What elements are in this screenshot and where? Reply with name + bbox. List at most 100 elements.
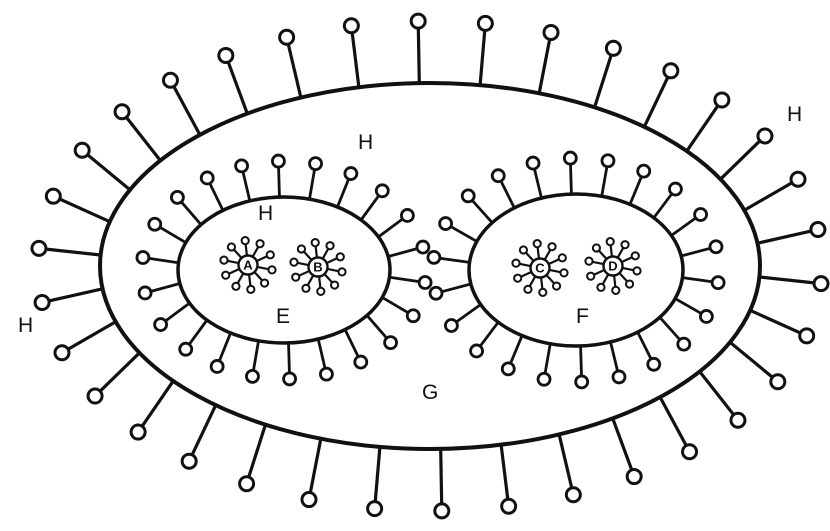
outer-spike-stem xyxy=(352,33,359,88)
inner-e-spike-stem xyxy=(389,277,419,281)
core-molecule-d-arm xyxy=(592,262,604,264)
core-label-a: A xyxy=(243,259,252,272)
outer-spike-head xyxy=(814,277,828,291)
inner-e-spike-head xyxy=(345,168,357,180)
inner-f-spike-head xyxy=(648,358,660,370)
inner-f-spike-stem xyxy=(442,284,471,292)
outer-spike xyxy=(559,434,580,501)
core-molecule-b-arm xyxy=(324,274,332,283)
inner-f-spike-head xyxy=(538,373,550,385)
outer-spike-stem xyxy=(249,425,266,477)
inner-f-spike-stem xyxy=(611,342,618,371)
core-molecule-c-arm xyxy=(544,250,550,260)
inner-e-spike-head xyxy=(417,241,429,253)
core-molecule-b-arm xyxy=(297,263,309,265)
outer-spike-head xyxy=(606,41,620,55)
outer-spike xyxy=(280,30,301,97)
inner-f-spike xyxy=(502,336,522,375)
inner-e-spike xyxy=(345,330,367,368)
outer-spike-stem xyxy=(100,353,139,391)
inner-e-spike xyxy=(211,333,230,372)
core-molecule-b-arm xyxy=(319,276,320,288)
core-molecule-d-arm-head xyxy=(612,287,619,294)
outer-spike xyxy=(720,129,771,179)
outer-spike-stem xyxy=(192,405,216,455)
inner-e-spike xyxy=(337,168,356,207)
outer-spike-head xyxy=(791,172,805,186)
outer-spike-stem xyxy=(757,231,811,243)
inner-e-spike-stem xyxy=(367,315,387,338)
inner-e-spike xyxy=(155,303,190,330)
inner-e-spike-stem xyxy=(160,227,186,242)
core-molecule-a-arm xyxy=(229,269,240,274)
outer-spike-stem xyxy=(174,86,200,134)
outer-spike xyxy=(115,105,160,161)
outer-spike-head xyxy=(411,14,425,28)
inner-e-spike xyxy=(137,252,179,264)
outer-spike xyxy=(32,241,101,255)
inner-e-spike xyxy=(201,172,223,210)
core-molecule-a-arm-head xyxy=(247,286,254,293)
core-molecule-d-arm-head xyxy=(587,273,594,280)
inner-e-spike xyxy=(388,241,429,256)
outer-spike-head xyxy=(368,502,382,516)
inner-e-spike-stem xyxy=(165,303,189,321)
core-molecule-d-arm-head xyxy=(621,241,628,248)
outer-spike-head xyxy=(280,30,294,44)
core-molecule-c-arm xyxy=(538,247,539,259)
inner-f-spike-head xyxy=(440,218,452,230)
inner-f-spike-stem xyxy=(472,200,492,222)
outer-spike xyxy=(660,397,696,459)
inner-f-spike-stem xyxy=(675,299,701,314)
inner-e-spike-stem xyxy=(219,333,230,361)
core-molecule-b-arm-head xyxy=(331,281,338,288)
inner-e-spike-head xyxy=(246,370,258,382)
outer-spike-stem xyxy=(644,77,668,127)
inner-f-spike xyxy=(638,332,660,370)
core-molecule-d-arm xyxy=(619,273,627,282)
outer-spike-stem xyxy=(49,289,103,301)
core-molecule-d-arm xyxy=(611,245,612,257)
inner-e-spike xyxy=(284,343,296,385)
inner-f-spike-stem xyxy=(602,167,607,197)
outer-spike-head xyxy=(758,129,772,143)
outer-spike xyxy=(219,48,247,113)
core-molecule-d-arm-head xyxy=(597,284,604,291)
outer-spike xyxy=(88,353,139,403)
inner-f-spike-head xyxy=(445,319,457,331)
inner-e-spike-stem xyxy=(189,320,207,344)
core-molecule-c-arm xyxy=(519,264,531,266)
core-molecule-d-arm-head xyxy=(626,280,633,287)
outer-spike xyxy=(644,64,678,127)
inner-e-spike-stem xyxy=(149,258,179,262)
inner-e-spike-head xyxy=(155,319,167,331)
outer-spike-head xyxy=(811,223,825,237)
inner-f-spike-head xyxy=(527,157,539,169)
inner-e-spike-head xyxy=(320,368,332,380)
core-molecule-b-arm xyxy=(299,271,310,276)
inner-f-spike-stem xyxy=(581,346,582,376)
outer-spike-stem xyxy=(595,55,612,107)
outer-spike xyxy=(501,445,516,514)
inner-f-spike-head xyxy=(712,277,724,289)
core-molecule-c-arm xyxy=(521,272,532,277)
inner-f-spike-head xyxy=(678,338,690,350)
outer-spike-stem xyxy=(730,342,772,377)
core-molecule-c-arm xyxy=(548,259,559,264)
label-h-left: H xyxy=(18,315,33,336)
outer-spike xyxy=(759,277,828,291)
label-g: G xyxy=(422,382,438,403)
outer-spike xyxy=(435,449,449,518)
outer-spike xyxy=(757,223,824,244)
inner-f-spike-stem xyxy=(638,332,651,359)
outer-spike xyxy=(700,371,745,427)
core-molecule-b-arm-head xyxy=(337,253,344,260)
inner-e-spike xyxy=(149,218,186,242)
inner-f-spike-stem xyxy=(451,227,477,242)
core-molecule-a-arm-head xyxy=(232,283,239,290)
inner-e-spike-head xyxy=(407,310,419,322)
outer-spike xyxy=(687,93,729,151)
core-molecule-d-arm xyxy=(621,257,632,262)
inner-e-spike-stem xyxy=(388,249,417,257)
inner-e-spike-head xyxy=(385,337,397,349)
